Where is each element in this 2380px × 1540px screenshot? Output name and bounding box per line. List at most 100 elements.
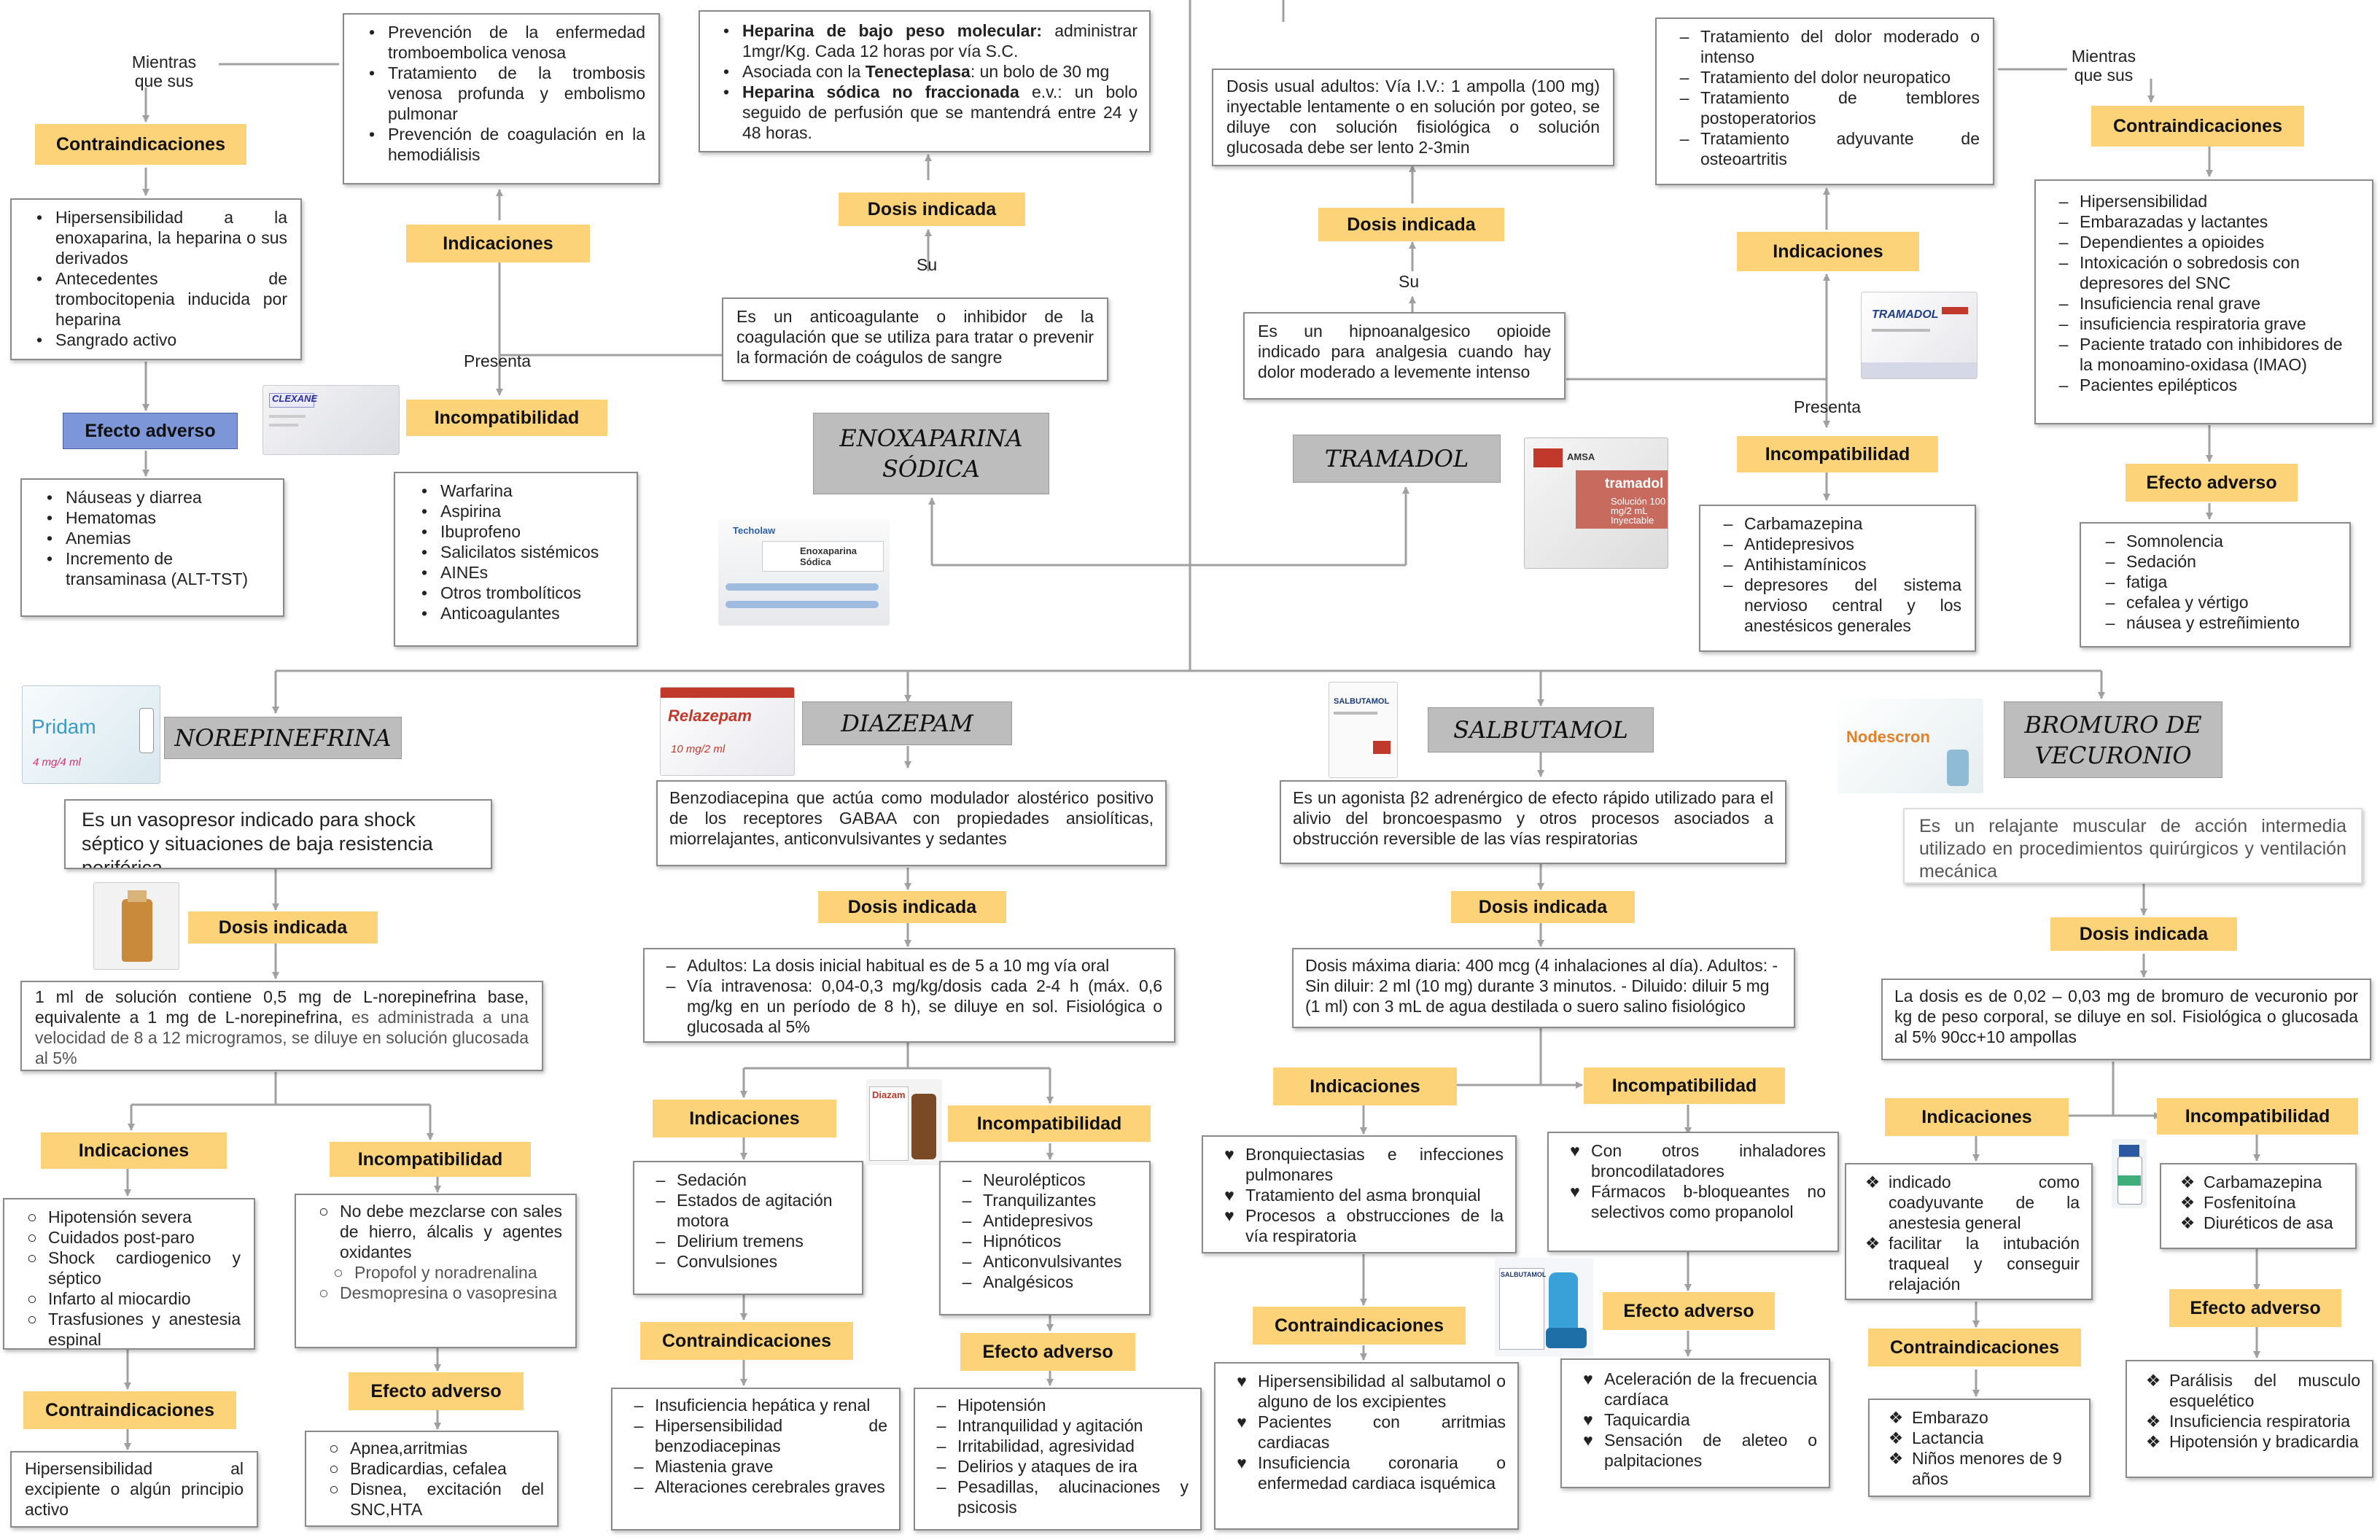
incomp-item: •Warfarina: [421, 481, 513, 500]
norepinefrina-indicaciones-title: Indicaciones: [41, 1132, 227, 1169]
contra-item: –Miastenia grave: [634, 1457, 774, 1476]
enoxaparina-link-su: Su: [917, 255, 938, 274]
vecuronio-vial-image: [2112, 1139, 2147, 1208]
incomp-item: ○No debe mezclarse con sales de hierro, …: [319, 1202, 562, 1261]
tramadol-efecto-title: Efecto adverso: [2126, 464, 2298, 502]
norepinefrina-incompatibilidad-box: ○No debe mezclarse con sales de hierro, …: [295, 1194, 577, 1348]
norepinefrina-efecto-box: ○Apnea,arritmias ○Bradicardias, cefalea …: [305, 1431, 559, 1527]
incomp-item: –Analgésicos: [962, 1272, 1074, 1291]
contra-item: –Intoxicación o sobredosis con depresore…: [2058, 253, 2300, 292]
incomp-item: –Hipnóticos: [962, 1232, 1062, 1251]
salbutamol-inhaler-image: SALBUTAMOL: [1495, 1258, 1593, 1356]
tramadol-indicaciones-title: Indicaciones: [1737, 232, 1919, 271]
salbutamol-title: SALBUTAMOL: [1428, 707, 1654, 752]
contra-item: ♥Insuficiencia coronaria o enfermedad ca…: [1237, 1453, 1506, 1493]
incomp-item: –Antidepresivos: [962, 1211, 1093, 1230]
enoxaparina-title: ENOXAPARINA SÓDICA: [813, 413, 1049, 494]
indicacion-item: –Sedación: [656, 1170, 747, 1189]
tramadol-link-su: Su: [1399, 272, 1420, 291]
norepinefrina-dosis-title: Dosis indicada: [188, 911, 378, 944]
indicacion-item: ♥Bronquiectasias e infecciones pulmonare…: [1224, 1145, 1504, 1184]
norepinefrina-incompatibilidad-title: Incompatibilidad: [330, 1142, 531, 1177]
vecuronio-dosis-title: Dosis indicada: [2050, 917, 2237, 951]
enoxaparina-indicaciones-box: •Prevención de la enfermedad tromboembol…: [343, 13, 660, 184]
contra-item: –Alteraciones cerebrales graves: [634, 1477, 885, 1496]
indicacion-item: –Convulsiones: [656, 1252, 778, 1271]
contra-item: –Dependientes a opioides: [2058, 233, 2265, 252]
efecto-item: ❖Hipotensión y bradicardia: [2145, 1432, 2359, 1451]
dosis-item: •Heparina de bajo peso molecular: admini…: [723, 21, 1138, 61]
indicacion-item: –Tratamiento del dolor neuropatico: [1679, 68, 1951, 87]
contra-item: –Insuficiencia hepática y renal: [634, 1396, 871, 1415]
indicacion-item: •Tratamiento de la trombosis venosa prof…: [368, 63, 645, 123]
diazepam-indicaciones-title: Indicaciones: [653, 1100, 836, 1138]
incomp-item: •AINEs: [421, 563, 489, 582]
enoxaparina-link-mientras: Mientras que sus: [131, 52, 197, 90]
diazepam-incompatibilidad-title: Incompatibilidad: [948, 1105, 1151, 1142]
efecto-item: –Somnolencia: [2105, 532, 2223, 551]
dosis-item: •Heparina sódica no fraccionada e.v.: un…: [723, 82, 1138, 142]
contra-item: –Hipersensibilidad de benzodiacepinas: [634, 1416, 887, 1455]
indicacion-item: ○Shock cardiogenico y séptico: [27, 1248, 241, 1288]
vecuronio-efecto-title: Efecto adverso: [2169, 1289, 2341, 1327]
norepinefrina-dosis-box: 1 ml de solución contiene 0,5 mg de L-no…: [20, 981, 543, 1071]
efecto-item: ❖Parálisis del musculo esquelético: [2145, 1371, 2360, 1410]
indicacion-item: –Estados de agitación motora: [656, 1191, 833, 1230]
salbutamol-dosis-title: Dosis indicada: [1451, 891, 1635, 923]
diazepam-definition: Benzodiacepina que actúa como modulador …: [656, 780, 1167, 866]
indicacion-item: ○Hipotensión severa: [27, 1208, 192, 1226]
norepinefrina-efecto-title: Efecto adverso: [349, 1372, 524, 1410]
diazepam-indicaciones-box: –Sedación –Estados de agitación motora –…: [633, 1161, 863, 1295]
efecto-item: –Delirios y ataques de ira: [936, 1457, 1138, 1476]
salbutamol-efecto-title: Efecto adverso: [1603, 1292, 1775, 1330]
enoxaparina-contraindicaciones-title: Contraindicaciones: [35, 124, 246, 165]
norepinefrina-contraindicaciones-title: Contraindicaciones: [23, 1391, 236, 1429]
salbutamol-efecto-box: ♥Aceleración de la frecuencia cardíaca ♥…: [1560, 1358, 1830, 1488]
efecto-item: ♥Aceleración de la frecuencia cardíaca: [1583, 1369, 1817, 1409]
efecto-item: ♥Taquicardia: [1583, 1410, 1690, 1429]
contra-item: •Hipersensibilidad a la enoxaparina, la …: [36, 208, 287, 268]
tramadol-box-image: TRAMADOL: [1861, 292, 1978, 379]
incomp-item: •Aspirina: [421, 502, 502, 521]
diazepam-title: DIAZEPAM: [802, 701, 1012, 745]
salbutamol-indicaciones-box: ♥Bronquiectasias e infecciones pulmonare…: [1202, 1135, 1517, 1253]
salbutamol-definition: Es un agonista β2 adrenérgico de efecto …: [1280, 780, 1786, 864]
salbutamol-contraindicaciones-title: Contraindicaciones: [1253, 1307, 1466, 1345]
enoxaparina-incompatibilidad-box: •Warfarina •Aspirina •Ibuprofeno •Salici…: [394, 472, 638, 647]
contra-item: ❖Lactancia: [1888, 1428, 1984, 1447]
enoxaparina-dosis-box: •Heparina de bajo peso molecular: admini…: [699, 10, 1151, 152]
diazepam-dosis-box: –Adultos: La dosis inicial habitual es d…: [643, 948, 1175, 1043]
incomp-item: –Neurolépticos: [962, 1170, 1086, 1189]
tramadol-incompatibilidad-box: –Carbamazepina –Antidepresivos –Antihist…: [1699, 505, 1976, 652]
incomp-item: –depresores del sistema nervioso central…: [1723, 575, 1961, 635]
dosis-item: •Asociada con la Tenecteplasa: un bolo d…: [723, 62, 1110, 81]
tramadol-dosis-box: Dosis usual adultos: Vía I.V.: 1 ampolla…: [1212, 69, 1614, 166]
indicacion-item: •Prevención de la enfermedad tromboembol…: [368, 23, 645, 62]
norepinefrina-indicaciones-box: ○Hipotensión severa ○Cuidados post-paro …: [3, 1198, 255, 1350]
enoxaparina-definition: Es un anticoagulante o inhibidor de la c…: [722, 298, 1108, 381]
contra-item: •Sangrado activo: [36, 330, 177, 349]
efecto-item: –Hipotensión: [936, 1396, 1046, 1415]
vecuronio-dosis-box: La dosis es de 0,02 – 0,03 mg de bromuro…: [1881, 979, 2371, 1060]
incomp-item: ○Propofol y noradrenalina: [333, 1263, 537, 1282]
tramadol-ampoule-box-image: AMSA tramadol Solución 100 mg/2 mL Inyec…: [1524, 438, 1668, 569]
salbutamol-dosis-box: Dosis máxima diaria: 400 mcg (4 inhalaci…: [1292, 948, 1795, 1028]
efecto-item: •Náuseas y diarrea: [46, 488, 202, 507]
contra-item: –Pacientes epilépticos: [2058, 376, 2238, 394]
salbutamol-indicaciones-title: Indicaciones: [1273, 1068, 1457, 1105]
tramadol-efecto-box: –Somnolencia –Sedación –fatiga –cefalea …: [2080, 522, 2351, 648]
incomp-item: ○Desmopresina o vasopresina: [319, 1283, 557, 1302]
tramadol-dosis-title: Dosis indicada: [1318, 208, 1504, 241]
tramadol-link-presenta: Presenta: [1794, 397, 1862, 416]
indicacion-item: –Tratamiento adyuvante de osteoartritis: [1679, 129, 1980, 168]
incomp-item: •Salicilatos sistémicos: [421, 542, 599, 561]
norepinefrina-vial-image: [93, 882, 179, 970]
pridam-box-image: Pridam 4 mg/4 ml: [22, 685, 160, 784]
salbutamol-incompatibilidad-title: Incompatibilidad: [1584, 1068, 1785, 1104]
salbutamol-contraindicaciones-box: ♥Hipersensibilidad al salbutamol o algun…: [1214, 1362, 1519, 1530]
norepinefrina-contraindicaciones-box: Hipersensibilidad al excipiente o algún …: [10, 1451, 258, 1528]
vecuronio-contraindicaciones-box: ❖Embarazo ❖Lactancia ❖Niños menores de 9…: [1868, 1399, 2091, 1497]
enoxaparina-dosis-title: Dosis indicada: [839, 192, 1025, 226]
tramadol-link-mientras: Mientras que sus: [2071, 47, 2136, 85]
enoxaparina-link-presenta: Presenta: [464, 351, 532, 370]
